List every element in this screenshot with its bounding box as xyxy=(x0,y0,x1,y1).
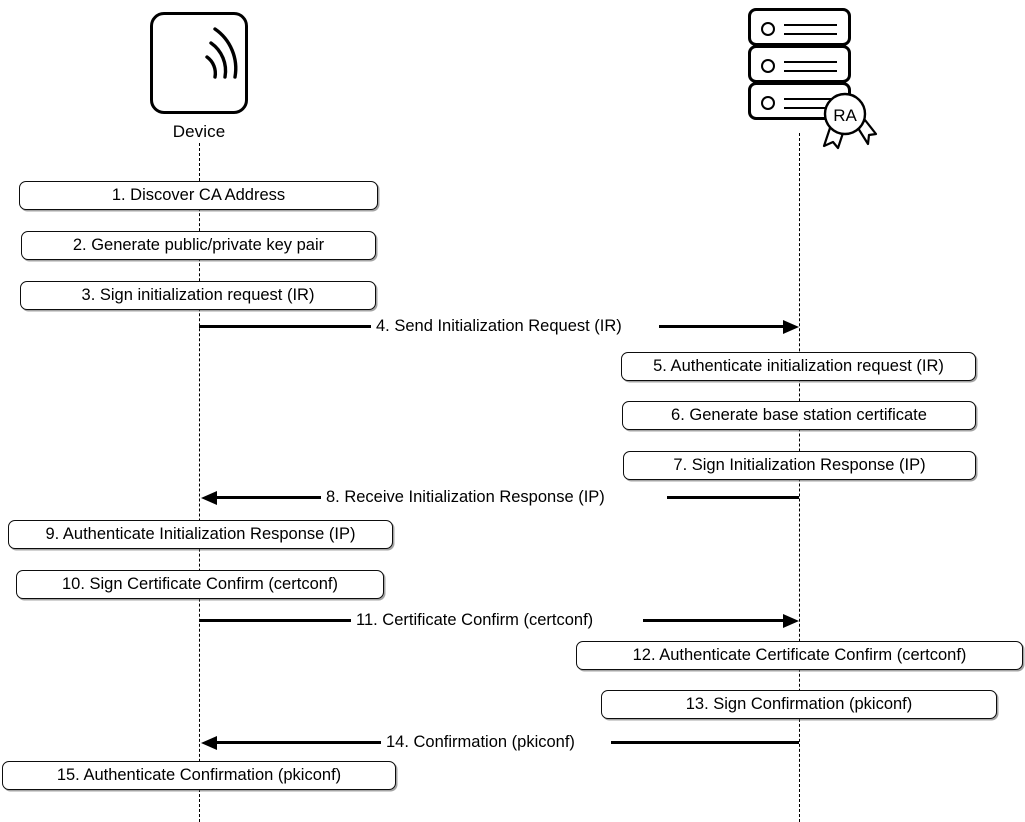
wireless-device-icon xyxy=(150,12,248,114)
message-line xyxy=(667,496,799,499)
message-label: 11. Certificate Confirm (certconf) xyxy=(351,608,599,632)
activity-box-step-6[interactable]: 6. Generate base station certificate xyxy=(622,401,976,430)
activity-box-step-12[interactable]: 12. Authenticate Certificate Confirm (ce… xyxy=(576,641,1023,670)
message-arrow-step-11[interactable]: 11. Certificate Confirm (certconf) xyxy=(199,608,799,634)
activity-box-step-7[interactable]: 7. Sign Initialization Response (IP) xyxy=(623,451,976,480)
activity-label: 2. Generate public/private key pair xyxy=(72,236,325,255)
message-line xyxy=(199,325,377,328)
activity-box-step-15[interactable]: 15. Authenticate Confirmation (pkiconf) xyxy=(2,761,396,790)
wireless-signal-arcs xyxy=(205,27,238,79)
actor-label-device: Device xyxy=(172,122,226,141)
server-line xyxy=(784,33,837,35)
activity-box-step-13[interactable]: 13. Sign Confirmation (pkiconf) xyxy=(601,690,997,719)
certificate-badge-icon: RA xyxy=(814,92,878,155)
server-led-icon xyxy=(761,59,775,73)
message-arrow-step-4[interactable]: 4. Send Initialization Request (IR) xyxy=(199,314,799,340)
server-line xyxy=(784,70,837,72)
activity-box-step-3[interactable]: 3. Sign initialization request (IR) xyxy=(20,281,376,310)
message-label: 14. Confirmation (pkiconf) xyxy=(381,730,580,754)
server-stack-icon xyxy=(748,8,858,120)
activity-label: 12. Authenticate Certificate Confirm (ce… xyxy=(632,646,967,665)
message-line xyxy=(199,619,357,622)
arrowhead-left-icon xyxy=(199,488,217,513)
server-line xyxy=(784,98,837,100)
arrowhead-right-icon xyxy=(783,611,801,636)
message-arrow-step-14[interactable]: 14. Confirmation (pkiconf) xyxy=(199,730,799,756)
ra-badge-text: RA xyxy=(833,106,857,125)
server-unit-middle xyxy=(748,45,851,83)
activity-label: 15. Authenticate Confirmation (pkiconf) xyxy=(56,766,342,785)
activity-box-step-2[interactable]: 2. Generate public/private key pair xyxy=(21,231,376,260)
activity-box-step-5[interactable]: 5. Authenticate initialization request (… xyxy=(621,352,976,381)
message-line xyxy=(611,741,799,744)
activity-label: 3. Sign initialization request (IR) xyxy=(81,286,315,305)
server-led-icon xyxy=(761,96,775,110)
server-line xyxy=(784,24,837,26)
lifeline-device xyxy=(199,143,200,822)
activity-label: 7. Sign Initialization Response (IP) xyxy=(673,456,926,475)
arrowhead-left-icon xyxy=(199,733,217,758)
server-unit-top xyxy=(748,8,851,46)
message-line xyxy=(215,496,327,499)
server-line xyxy=(784,61,837,63)
server-line xyxy=(784,107,837,109)
activity-label: 9. Authenticate Initialization Response … xyxy=(45,525,356,544)
activity-label: 10. Sign Certificate Confirm (certconf) xyxy=(61,575,338,594)
activity-box-step-9[interactable]: 9. Authenticate Initialization Response … xyxy=(8,520,393,549)
message-label: 4. Send Initialization Request (IR) xyxy=(371,314,627,338)
activity-label: 1. Discover CA Address xyxy=(111,186,286,205)
activity-box-step-10[interactable]: 10. Sign Certificate Confirm (certconf) xyxy=(16,570,384,599)
arrowhead-right-icon xyxy=(783,317,801,342)
activity-label: 6. Generate base station certificate xyxy=(671,406,927,425)
message-line xyxy=(215,741,387,744)
activity-label: 13. Sign Confirmation (pkiconf) xyxy=(685,695,913,714)
activity-label: 5. Authenticate initialization request (… xyxy=(653,357,944,376)
message-line xyxy=(659,325,787,328)
server-led-icon xyxy=(761,22,775,36)
message-arrow-step-8[interactable]: 8. Receive Initialization Response (IP) xyxy=(199,485,799,511)
activity-box-step-1[interactable]: 1. Discover CA Address xyxy=(19,181,378,210)
message-line xyxy=(643,619,787,622)
message-label: 8. Receive Initialization Response (IP) xyxy=(321,485,610,509)
